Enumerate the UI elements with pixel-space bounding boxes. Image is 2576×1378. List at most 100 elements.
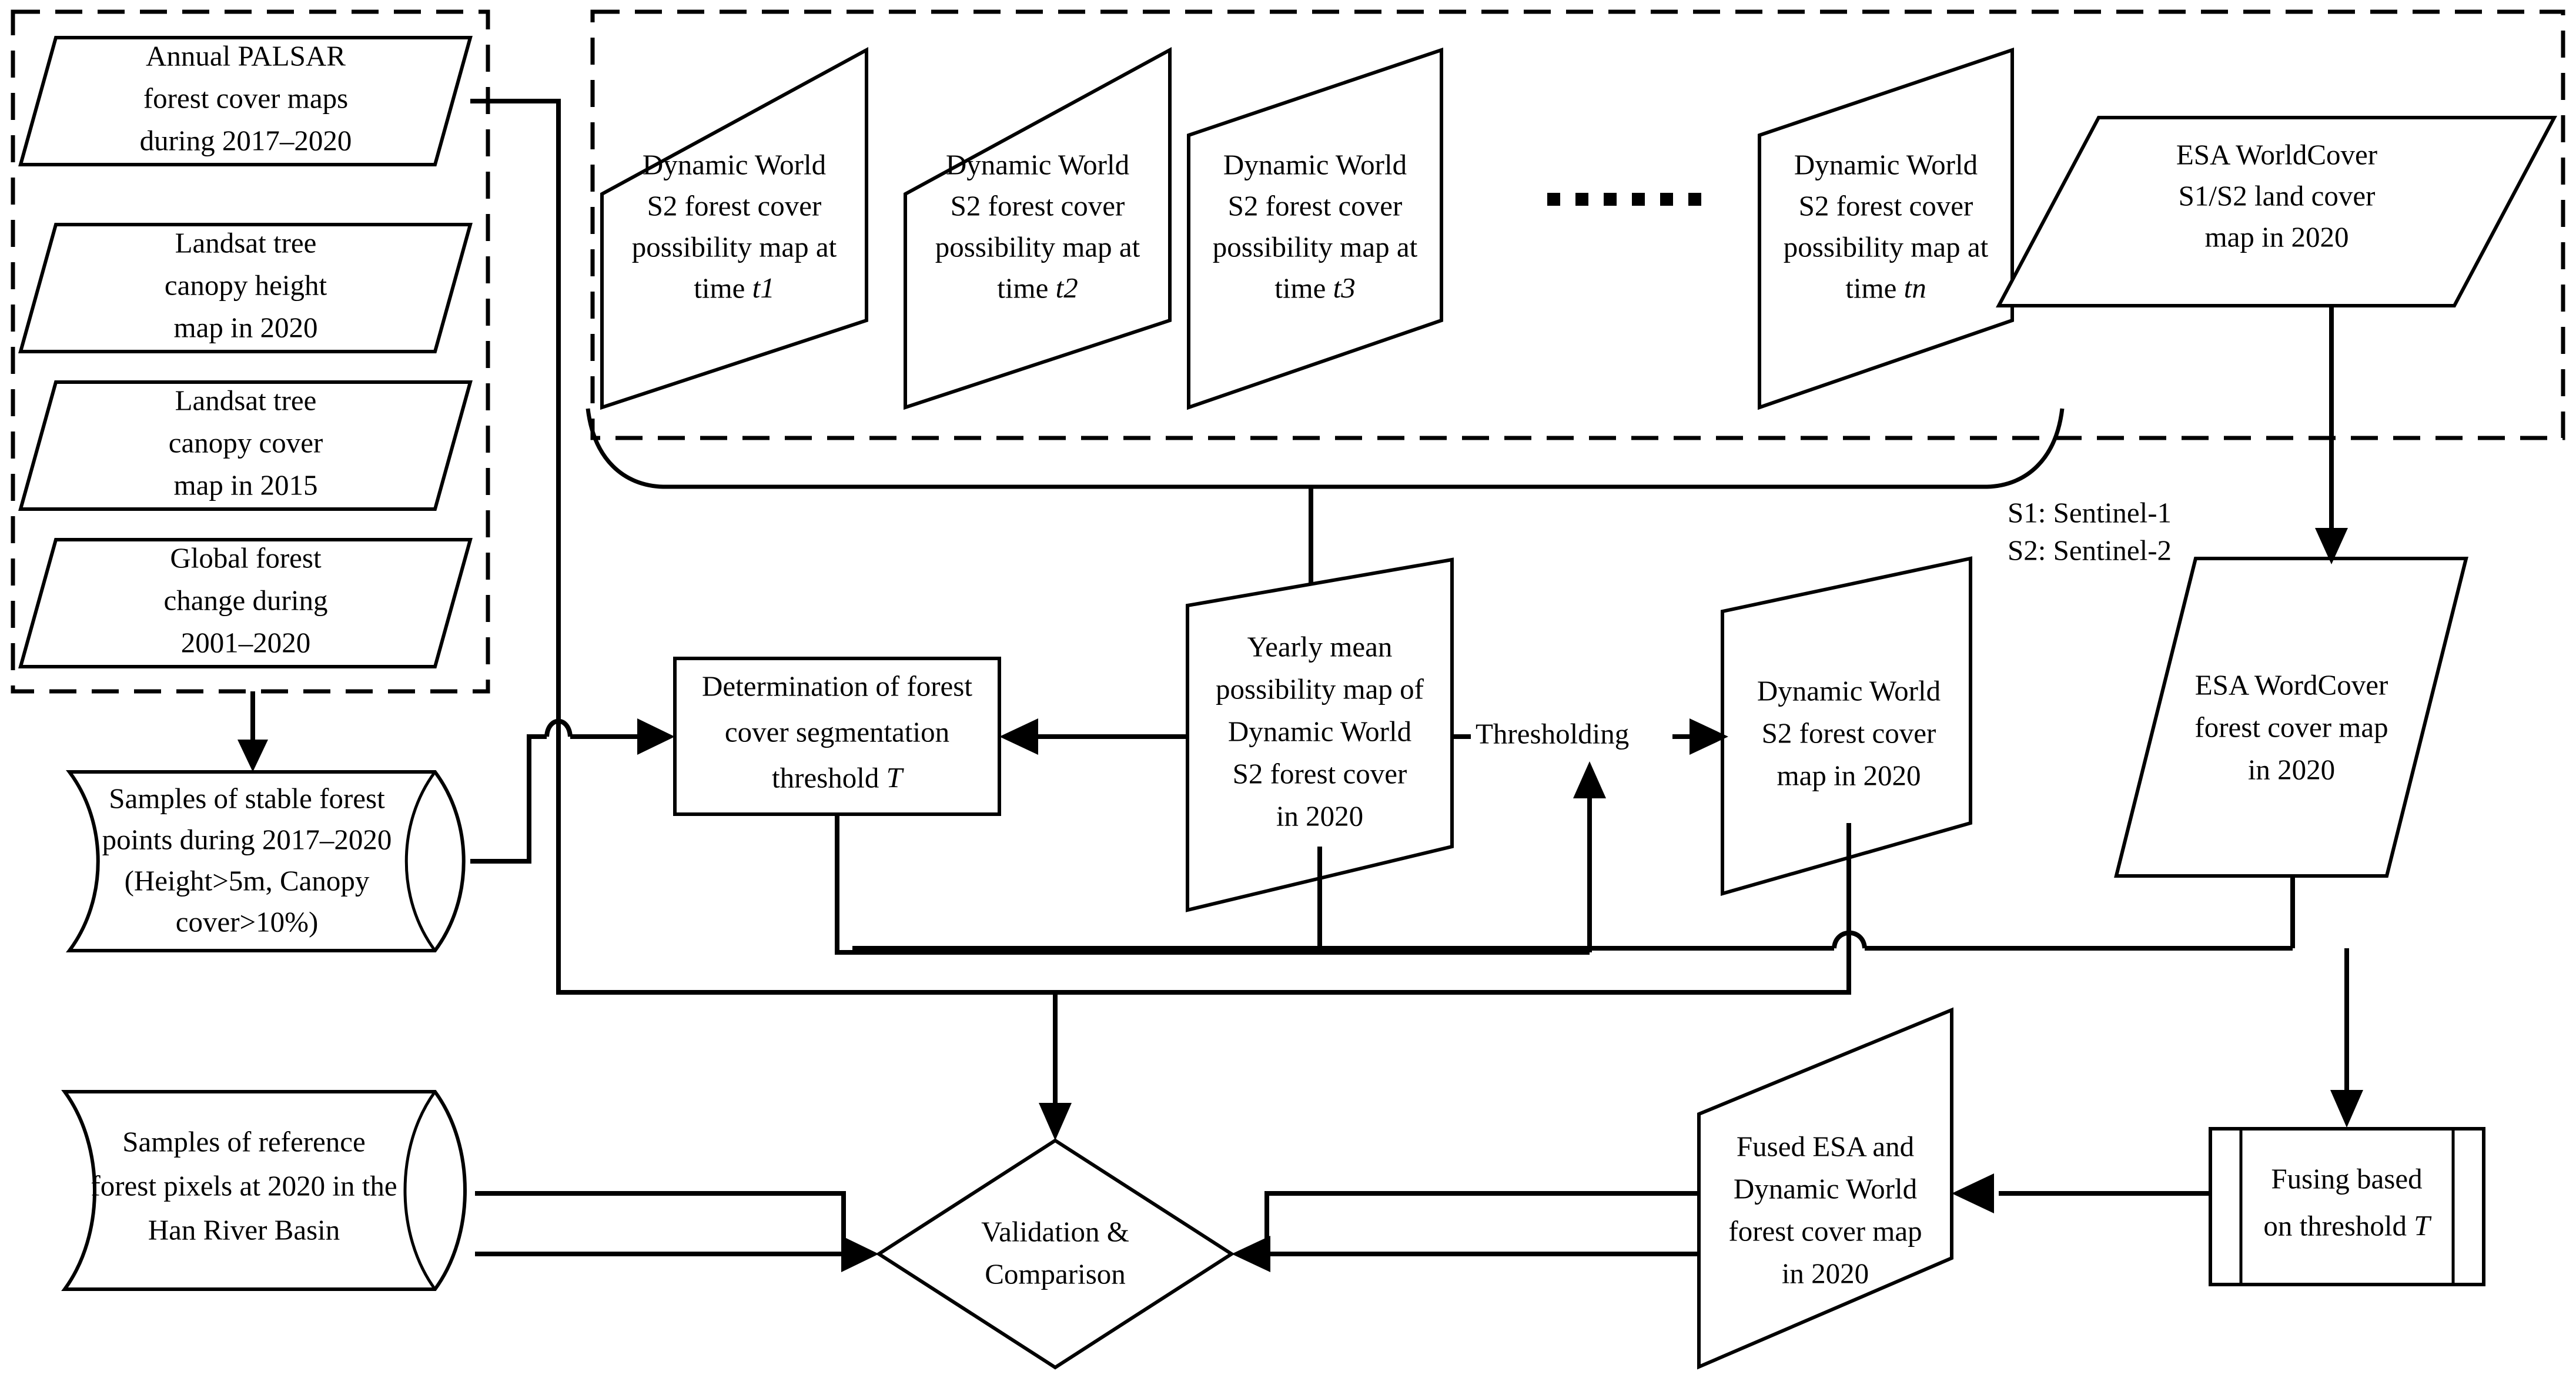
node-yearly-mean-line-4: in 2020 (1276, 800, 1363, 832)
node-fused-map-line-3: in 2020 (1782, 1257, 1869, 1289)
node-fusing: Fusing based on threshold T (2209, 1127, 2485, 1286)
edge-stable-samples-to-determination-a (470, 734, 547, 864)
node-stable-samples: Samples of stable forest points during 2… (66, 770, 466, 952)
node-dw-map-2020-line-0: Dynamic World (1757, 674, 1941, 707)
node-forest-change: Global forest change during 2001–2020 (18, 538, 473, 668)
node-dw-map-2020: Dynamic World S2 forest cover map in 202… (1721, 556, 1972, 896)
node-yearly-mean-line-3: S2 forest cover (1233, 757, 1407, 790)
node-palsar-line-0: Annual PALSAR (146, 39, 346, 72)
node-dw-t3-line-1: S2 forest cover (1228, 189, 1403, 222)
node-stable-samples-line-1: points during 2017–2020 (102, 823, 392, 855)
edge-palsar-right-and-down (470, 99, 1055, 995)
node-dw-t2-line-1: S2 forest cover (951, 189, 1125, 222)
node-dw-tn-time-label: tn (1904, 272, 1926, 304)
dashed-group-left (11, 9, 490, 694)
node-fusing-threshold-symbol: T (2414, 1209, 2432, 1242)
node-canopy-height: Landsat tree canopy height map in 2020 (18, 223, 473, 353)
node-reference-samples-line-0: Samples of reference (122, 1125, 366, 1158)
node-dw-t3-time-label: t3 (1333, 272, 1356, 304)
edge-reference-to-validation (475, 1191, 846, 1254)
node-fusing-line-0: Fusing based (2271, 1162, 2422, 1195)
node-esa-forest-2020-line-2: in 2020 (2248, 753, 2335, 785)
arrowhead-reference-to-validation (841, 1236, 879, 1272)
node-palsar-line-2: during 2017–2020 (140, 124, 352, 156)
node-yearly-mean: Yearly mean possibility map of Dynamic W… (1186, 557, 1454, 912)
arrowhead-esa-landcover-to-esa-forest (2315, 528, 2348, 564)
arrowhead-group-to-stable-samples (237, 740, 268, 772)
node-canopy-cover-line-2: map in 2015 (174, 469, 318, 501)
arrowhead-bus-to-validation (1039, 1103, 1072, 1140)
node-fused-map-line-0: Fused ESA and (1737, 1130, 1914, 1162)
arrowhead-yearly-to-determination (999, 718, 1038, 755)
node-dw-t3-time: time t3 (1274, 272, 1355, 304)
node-dw-t3-line-0: Dynamic World (1223, 148, 1407, 180)
edge-fused-to-validation (1264, 1191, 1699, 1254)
legend: S1: Sentinel-1 S2: Sentinel-2 (2008, 496, 2172, 566)
node-forest-change-line-0: Global forest (170, 541, 322, 574)
node-validation-line-0: Validation & (981, 1215, 1129, 1247)
node-palsar-line-1: forest cover maps (143, 82, 348, 114)
node-dw-t3: Dynamic World S2 forest cover possibilit… (1187, 47, 1443, 410)
node-stable-samples-line-0: Samples of stable forest (109, 782, 385, 814)
node-determination-line-0: Determination of forest (702, 670, 972, 702)
node-esa-landcover-line-0: ESA WorldCover (2176, 138, 2377, 170)
node-dw-t3-line-2: possibility map at (1213, 230, 1418, 263)
node-validation: Validation & Comparison (875, 1138, 1235, 1370)
node-stable-samples-line-2: (Height>5m, Canopy (125, 864, 370, 897)
node-yearly-mean-line-1: possibility map of (1216, 673, 1424, 705)
node-dw-t2-time-label: t2 (1056, 272, 1078, 304)
node-canopy-cover: Landsat tree canopy cover map in 2015 (18, 380, 473, 511)
arrowhead-bus-to-fusing (2330, 1090, 2363, 1128)
arrowhead-threshold-bus-to-thresholding (1573, 761, 1606, 798)
node-dw-t1: Dynamic World S2 forest cover possibilit… (600, 46, 868, 410)
node-fused-map-line-2: forest cover map (1728, 1215, 1922, 1247)
node-determination: Determination of forest cover segmentati… (673, 657, 1001, 816)
node-dw-t2-line-2: possibility map at (935, 230, 1140, 263)
node-validation-line-1: Comparison (985, 1257, 1126, 1290)
node-yearly-mean-line-0: Yearly mean (1247, 630, 1393, 663)
node-dw-tn: Dynamic World S2 forest cover possibilit… (1758, 47, 2014, 410)
edge-dwmap-bus-left (1055, 917, 1851, 995)
arrowhead-fusing-to-fused-map (1952, 1173, 1994, 1213)
legend-line-1: S1: Sentinel-1 (2008, 496, 2172, 529)
node-palsar: Annual PALSAR forest cover maps during 2… (18, 36, 473, 166)
node-dw-tn-line-0: Dynamic World (1794, 148, 1978, 180)
arrowhead-samples-to-determination (637, 718, 675, 755)
node-determination-line-1: cover segmentation (725, 715, 949, 748)
node-esa-forest-2020-line-0: ESA WordCover (2195, 668, 2388, 701)
node-dw-map-2020-line-2: map in 2020 (1777, 759, 1921, 791)
node-canopy-cover-line-0: Landsat tree (175, 384, 317, 416)
node-reference-samples-line-1: forest pixels at 2020 in the (91, 1169, 397, 1202)
edge-determination-to-threshold-bus (835, 814, 1590, 955)
node-dw-map-2020-line-1: S2 forest cover (1762, 717, 1936, 749)
node-canopy-height-line-1: canopy height (165, 269, 327, 301)
node-canopy-cover-line-1: canopy cover (169, 426, 323, 459)
node-esa-forest-2020-line-1: forest cover map (2194, 711, 2388, 743)
ellipsis-dots (1547, 193, 1701, 206)
node-esa-forest-2020: ESA WordCover forest cover map in 2020 (2114, 557, 2468, 878)
node-esa-landcover-line-1: S1/S2 land cover (2179, 179, 2376, 212)
node-dw-t1-time-label: t1 (752, 272, 775, 304)
node-reference-samples-line-2: Han River Basin (148, 1213, 340, 1246)
legend-line-2: S2: Sentinel-2 (2008, 534, 2172, 566)
node-canopy-height-line-0: Landsat tree (175, 226, 317, 259)
node-dw-tn-time: time tn (1845, 272, 1926, 304)
node-yearly-mean-line-2: Dynamic World (1228, 715, 1411, 747)
node-stable-samples-line-3: cover>10%) (176, 905, 319, 938)
node-dw-tn-line-2: possibility map at (1784, 230, 1989, 263)
node-forest-change-line-2: 2001–2020 (181, 626, 311, 658)
node-fusing-line-1: on threshold T (2263, 1209, 2432, 1242)
node-dw-tn-line-1: S2 forest cover (1799, 189, 1973, 222)
arrowhead-fused-to-validation (1232, 1236, 1270, 1272)
node-dw-t1-line-0: Dynamic World (643, 148, 826, 180)
arrowhead-thresholding-to-dw-map (1690, 718, 1728, 755)
node-determination-line-2: threshold T (772, 761, 905, 794)
node-determination-threshold-symbol: T (886, 761, 905, 794)
line-hop-left (544, 718, 573, 737)
node-dw-t1-line-2: possibility map at (632, 230, 837, 263)
node-dw-t2: Dynamic World S2 forest cover possibilit… (904, 46, 1172, 410)
node-dw-t1-line-1: S2 forest cover (647, 189, 822, 222)
node-esa-landcover-line-2: map in 2020 (2205, 220, 2349, 253)
